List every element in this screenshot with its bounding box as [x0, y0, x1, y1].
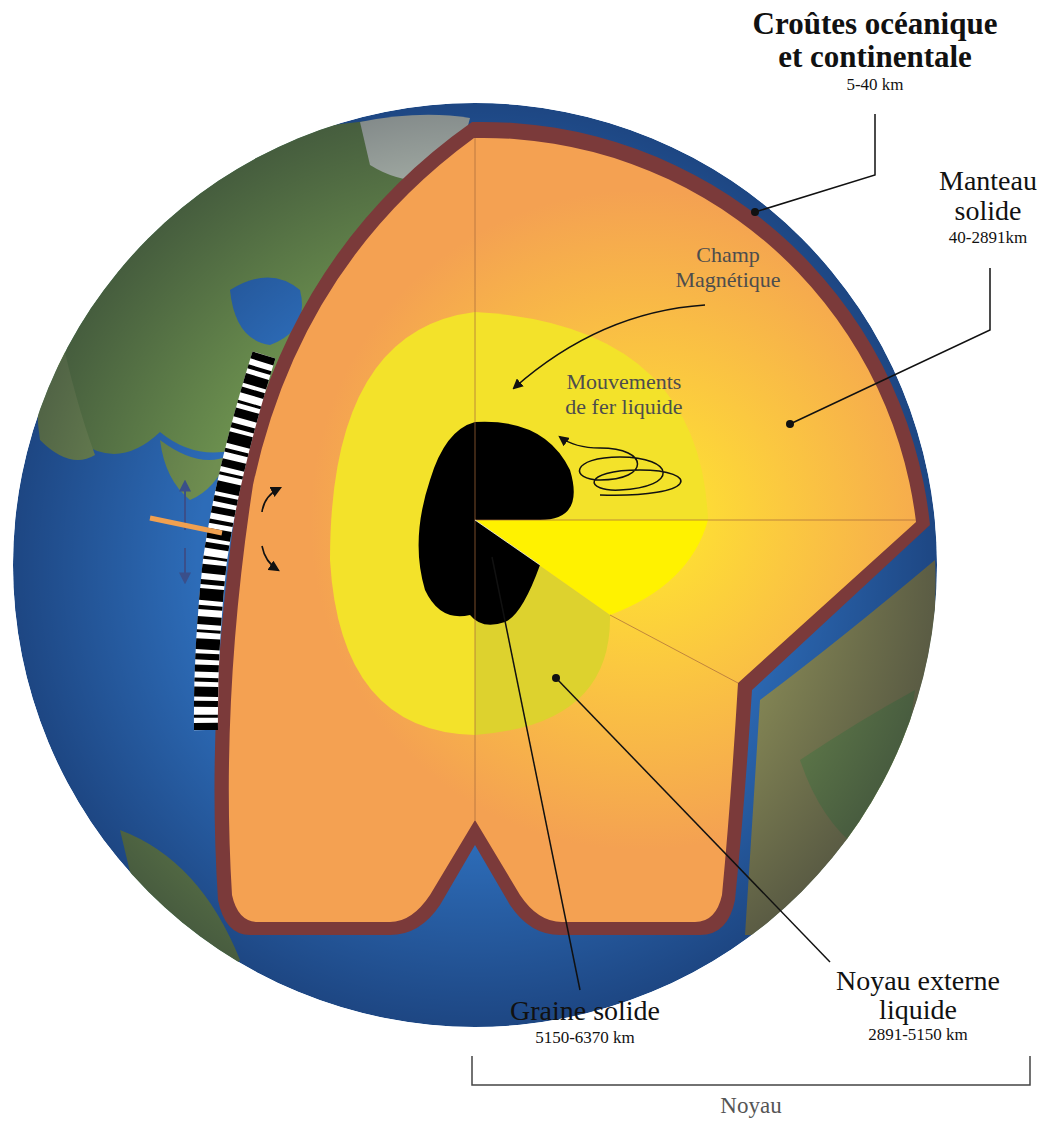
layer-label: Champ Magnétique — [657, 243, 799, 292]
label-holder: Champ Magnétique — [657, 243, 799, 292]
magnetic-stripes — [206, 355, 264, 730]
label-holder: Mouvements de fer liquide — [555, 370, 693, 419]
crust-layer — [214, 122, 930, 935]
leader-line — [790, 268, 990, 424]
label-holder: 2891-5150 km — [828, 1025, 1008, 1045]
label-holder: 40-2891km — [928, 228, 1048, 248]
ocean-arrows — [184, 548, 186, 582]
inner-core — [419, 422, 574, 625]
section-line — [610, 615, 738, 683]
magnetic-stripes — [206, 355, 264, 730]
depth-range: 5-40 km — [805, 75, 945, 95]
depth-range: 2891-5150 km — [828, 1025, 1008, 1045]
label-holder: Croûtes océanique et continentale — [743, 8, 1007, 73]
earth-cutaway — [214, 122, 930, 935]
magnetic-stripes — [206, 355, 264, 730]
mantle-layer — [229, 138, 916, 922]
leader-line — [755, 114, 875, 212]
layer-label: Noyau — [681, 1092, 821, 1120]
ridge-symbol — [262, 488, 280, 512]
layer-label: Noyau externe liquide — [815, 966, 1021, 1025]
leader-line — [552, 674, 560, 682]
label-holder: Noyau — [681, 1092, 821, 1120]
label-holder: 5-40 km — [805, 75, 945, 95]
section-line — [475, 520, 916, 521]
leader-line — [751, 208, 759, 216]
section-line — [475, 138, 476, 820]
depth-range: 40-2891km — [928, 228, 1048, 248]
layer-label: Graine solide — [465, 994, 705, 1028]
core-bracket — [472, 1056, 1030, 1085]
globe-surface — [13, 103, 937, 1027]
label-holder: 5150-6370 km — [495, 1028, 675, 1048]
label-holder: Graine solide — [465, 994, 705, 1028]
label-holder: Manteau solide — [931, 166, 1045, 226]
depth-range: 5150-6370 km — [495, 1028, 675, 1048]
spiral-arrow — [560, 437, 681, 495]
label-holder: Noyau externe liquide — [815, 966, 1021, 1025]
globe-surface — [13, 103, 937, 1027]
ridge-symbol — [150, 518, 222, 533]
globe-surface — [13, 103, 937, 1027]
leader-line — [786, 420, 794, 428]
leader-line — [556, 678, 830, 962]
section-line — [475, 520, 540, 565]
layer-label: Manteau solide — [931, 166, 1045, 226]
ocean-arrows — [185, 482, 186, 582]
ridge-symbol — [150, 488, 280, 570]
spiral-arrow — [560, 437, 681, 495]
layer-label: Mouvements de fer liquide — [555, 370, 693, 419]
ridge-symbol — [262, 546, 278, 570]
layer-label: Croûtes océanique et continentale — [743, 8, 1007, 73]
core-bracket — [472, 1056, 1030, 1085]
leader-line — [492, 114, 990, 990]
leader-line — [492, 557, 580, 990]
